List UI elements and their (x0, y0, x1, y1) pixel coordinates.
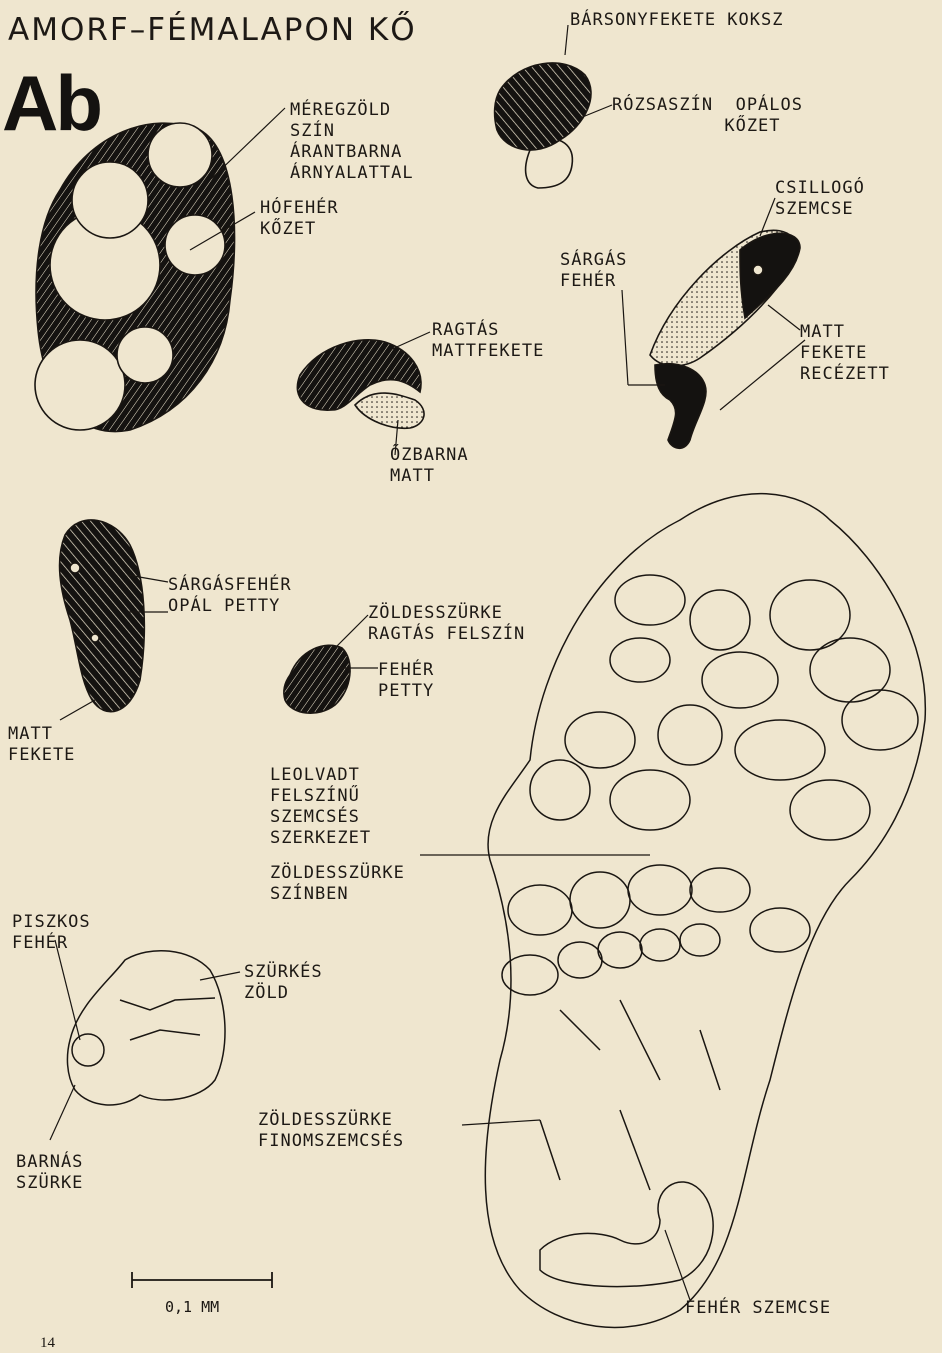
stone-large-circles (35, 108, 285, 432)
label-matt-black: MATT FEKETE (8, 724, 75, 766)
label-white-spot: FEHÉR PETTY (378, 660, 434, 702)
label-fawn-matt: ŐZBARNA MATT (390, 445, 469, 487)
label-velvet-black: BÁRSONYFEKETE KOKSZ (570, 10, 783, 31)
stone-velvet-black (495, 25, 612, 188)
label-dirty-white: PISZKOS FEHÉR (12, 912, 91, 954)
label-greyish-green: SZÜRKÉS ZÖLD (244, 962, 323, 1004)
stone-sticky-matt-black (297, 332, 430, 455)
label-sticky-matt-black: RAGTÁS MATTFEKETE (432, 320, 544, 362)
label-pink-opal: RÓZSASZÍN OPÁLOS KŐZET (612, 95, 803, 137)
label-snow-white-rock: HÓFEHÉR KŐZET (260, 198, 339, 240)
label-melted-surface: LEOLVADT FELSZÍNŰ SZEMCSÉS SZERKEZET (270, 765, 371, 849)
stone-outline-bottom-left (50, 940, 240, 1140)
label-greenish-grey-colour: ZÖLDESSZÜRKE SZÍNBEN (270, 863, 405, 905)
page-number: 14 (40, 1335, 55, 1352)
stone-matt-black-reticulated (622, 198, 805, 448)
label-matt-black-reticulated: MATT FEKETE RECÉZETT (800, 322, 890, 385)
scale-bar-graphic (132, 1272, 272, 1288)
label-opal-spot: SÁRGÁSFEHÉR OPÁL PETTY (168, 575, 292, 617)
label-yellowish-white: SÁRGÁS FEHÉR (560, 250, 627, 292)
label-poison-green: MÉREGZÖLD SZÍN ÁRANTBARNA ÁRNYALATTAL (290, 100, 414, 184)
label-fine-grained: ZÖLDESSZÜRKE FINOMSZEMCSÉS (258, 1110, 404, 1152)
scale-bar-label: 0,1 MM (165, 1298, 219, 1316)
label-shiny-grain: CSILLOGÓ SZEMCSE (775, 178, 865, 220)
stone-opal-spotted (60, 520, 168, 720)
label-brownish-grey: BARNÁS SZÜRKE (16, 1152, 83, 1194)
label-white-grain: FEHÉR SZEMCSE (685, 1298, 831, 1319)
label-greenish-grey-surface: ZÖLDESSZÜRKE RAGTÁS FELSZÍN (368, 603, 525, 645)
stone-small-speckled (284, 615, 378, 713)
